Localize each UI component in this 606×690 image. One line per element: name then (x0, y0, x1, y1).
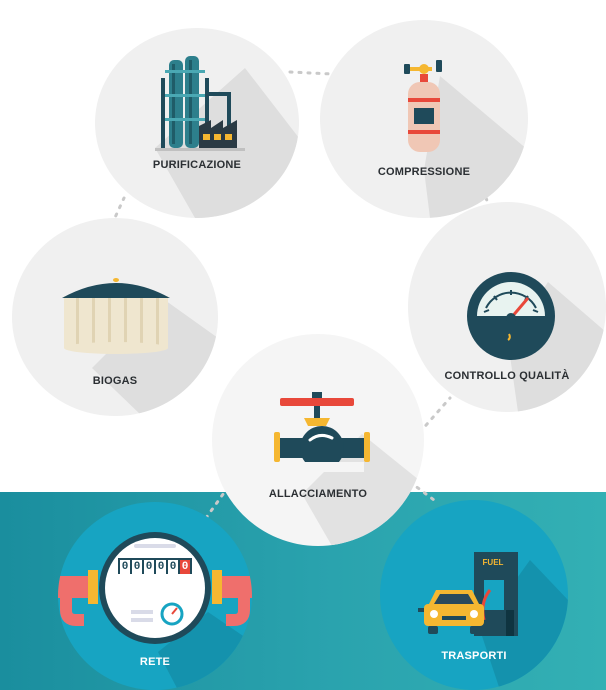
gas-meter-icon (58, 532, 252, 644)
connector-purificazione-compressione (288, 70, 334, 76)
pipe-valve-icon (274, 392, 370, 472)
node-label: PURIFICAZIONE (152, 159, 242, 171)
connector-controllo-allacciamento (418, 396, 452, 434)
node-allacciamento: ALLACCIAMENTO (212, 334, 424, 546)
fuel-sign: FUEL (482, 558, 504, 567)
long-shadow (92, 298, 218, 416)
node-label: CONTROLLO QUALITÀ (444, 370, 570, 382)
node-label: COMPRESSIONE (377, 166, 471, 178)
long-shadow (480, 560, 568, 690)
purification-plant-icon (155, 56, 245, 151)
node-rete: 0 0 0 0 0 0 RETE (58, 502, 252, 690)
meter-digit: 0 (168, 560, 178, 574)
node-label: RETE (139, 656, 171, 668)
long-shadow (302, 434, 424, 546)
meter-digit: 0 (156, 560, 166, 574)
node-label: BIOGAS (92, 375, 138, 387)
node-label: TRASPORTI (441, 650, 507, 662)
long-shadow (424, 76, 528, 218)
meter-digit: 0 (180, 560, 190, 574)
node-compressione: COMPRESSIONE (320, 20, 528, 218)
node-purificazione: PURIFICAZIONE (95, 28, 299, 218)
node-biogas: BIOGAS (12, 218, 218, 416)
long-shadow (158, 612, 252, 690)
connector-allacciamento-rete (204, 488, 228, 520)
gas-cylinder-icon (404, 60, 442, 152)
meter-digit: 0 (144, 560, 154, 574)
node-controllo-qualita: CONTROLLO QUALITÀ (408, 202, 606, 412)
fuel-station-car-icon (418, 552, 518, 636)
pressure-gauge-icon (467, 272, 555, 360)
node-label: ALLACCIAMENTO (268, 488, 368, 500)
meter-digit: 0 (132, 560, 142, 574)
biogas-tank-icon (62, 278, 170, 354)
node-trasporti: FUEL TRASPORTI (380, 500, 568, 690)
meter-digit: 0 (120, 560, 130, 574)
meter-digits: 0 0 0 0 0 0 (120, 560, 190, 574)
